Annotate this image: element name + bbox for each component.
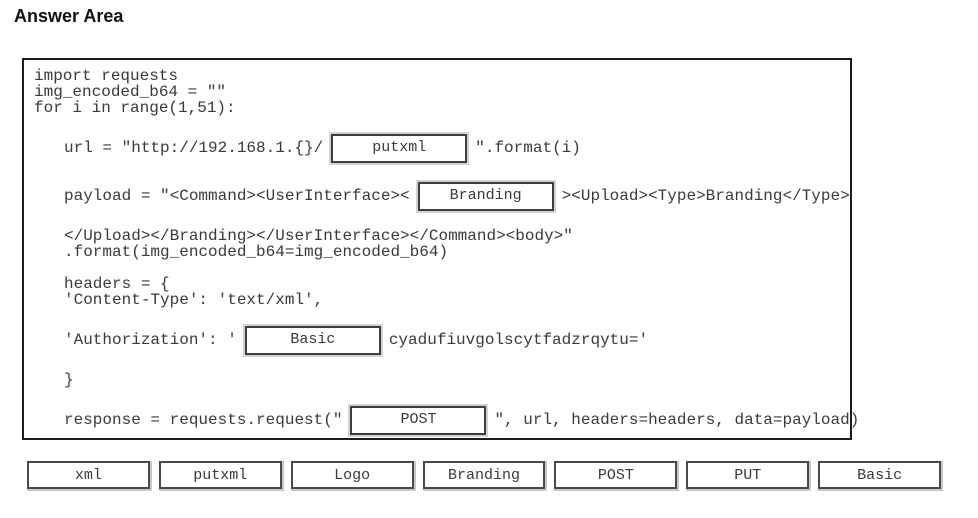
http-method-slot[interactable]: POST — [350, 405, 487, 435]
option-putxml[interactable]: putxml — [158, 461, 282, 489]
code-text: headers = { — [64, 275, 170, 293]
code-blank-line — [34, 164, 850, 180]
code-line: url = "http://192.168.1.{}/ putxml ".forma… — [34, 132, 850, 164]
code-blank-line — [34, 308, 850, 324]
option-logo[interactable]: Logo — [290, 461, 414, 489]
code-line: } — [34, 372, 850, 388]
code-line: headers = { — [34, 276, 850, 292]
code-line: .format(img_encoded_b64=img_encoded_b64) — [34, 244, 850, 260]
auth-scheme-slot[interactable]: Basic — [244, 325, 381, 355]
code-text: .format(img_encoded_b64=img_encoded_b64) — [64, 243, 449, 261]
page-title: Answer Area — [14, 6, 124, 26]
code-line: import requests — [34, 68, 850, 84]
code-text: url = "http://192.168.1.{}/ — [64, 139, 324, 157]
option-post[interactable]: POST — [554, 461, 678, 489]
code-line: 'Content-Type': 'text/xml', — [34, 292, 850, 308]
code-line: payload = "<Command><UserInterface>< Bran… — [34, 180, 850, 212]
option-put[interactable]: PUT — [686, 461, 810, 489]
code-text: } — [64, 371, 74, 389]
code-blank-line — [34, 260, 850, 276]
code-blank-line — [34, 356, 850, 372]
code-line: img_encoded_b64 = "" — [34, 84, 850, 100]
code-text: cyadufiuvgolscytfadzrqytu=' — [388, 331, 649, 349]
code-text: ><Upload><Type>Branding</Type> — [561, 187, 850, 205]
code-text: </Upload></Branding></UserInterface></Co… — [64, 227, 573, 245]
url-endpoint-slot[interactable]: putxml — [331, 133, 468, 163]
code-text: for i in range(1,51): — [34, 99, 236, 117]
code-line: response = requests.request(" POST ", url,… — [34, 404, 859, 436]
payload-element-slot[interactable]: Branding — [417, 181, 554, 211]
code-text: ", url, headers=headers, data=payload) — [494, 411, 860, 429]
code-text: 'Content-Type': 'text/xml', — [64, 291, 324, 309]
code-text: payload = "<Command><UserInterface>< — [64, 187, 410, 205]
code-line: for i in range(1,51): — [34, 100, 850, 116]
options-row: xml putxml Logo Branding POST PUT Basic — [27, 461, 942, 489]
option-basic[interactable]: Basic — [818, 461, 942, 489]
code-line: 'Authorization': ' Basic cyadufiuvgolscytf… — [34, 324, 850, 356]
code-text: import requests — [34, 67, 179, 85]
code-text: 'Authorization': ' — [64, 331, 237, 349]
code-line: </Upload></Branding></UserInterface></Co… — [34, 228, 850, 244]
code-blank-line — [34, 212, 850, 228]
code-text: img_encoded_b64 = "" — [34, 83, 227, 101]
code-blank-line — [34, 388, 850, 404]
code-text: response = requests.request(" — [64, 411, 343, 429]
code-text: ".format(i) — [475, 139, 581, 157]
option-xml[interactable]: xml — [27, 461, 150, 489]
code-blank-line — [34, 116, 850, 132]
option-branding[interactable]: Branding — [422, 461, 546, 489]
